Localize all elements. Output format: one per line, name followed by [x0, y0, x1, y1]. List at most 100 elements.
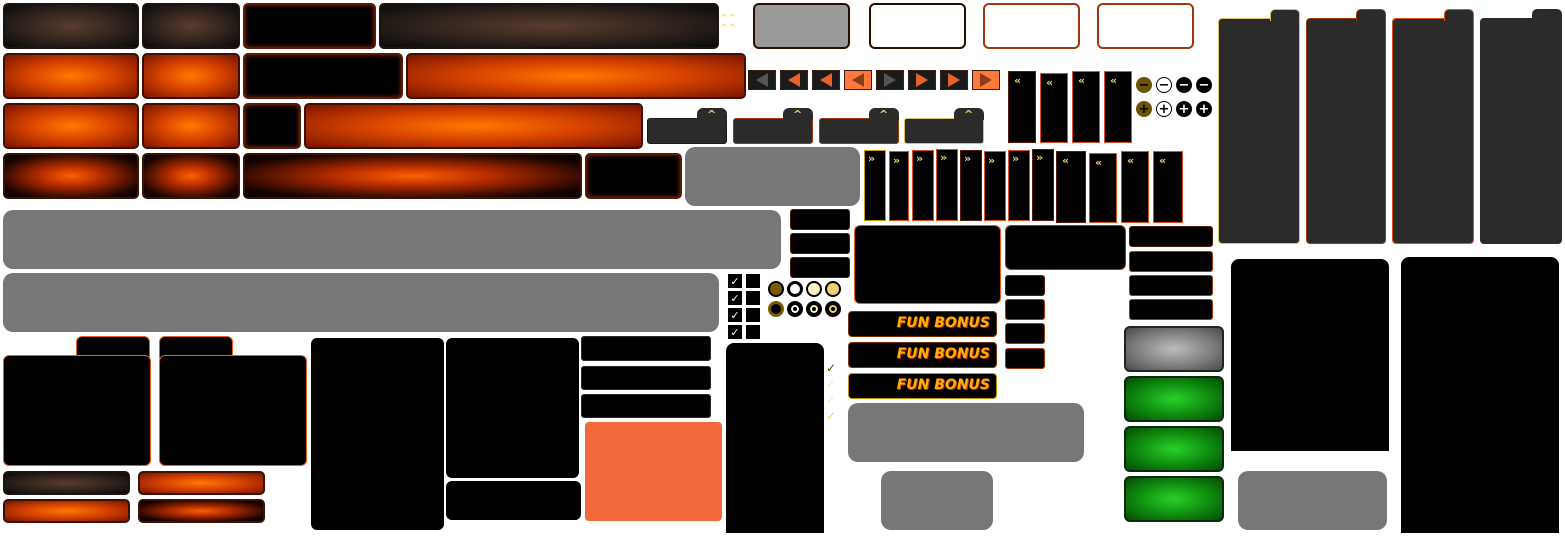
minus-icon-ring[interactable]: −: [1156, 77, 1172, 93]
radio-5[interactable]: [768, 301, 784, 317]
fun-bonus-button-3[interactable]: FUN BONUS: [848, 373, 997, 399]
tab-panel-4: [1480, 18, 1562, 244]
vertical-tab-l8[interactable]: «: [1153, 151, 1183, 223]
tab-up-2[interactable]: [733, 118, 813, 144]
chevron-left-icon: «: [1062, 154, 1070, 167]
white-button-3[interactable]: [1097, 3, 1194, 49]
tiny-black-btn-3[interactable]: [1005, 323, 1045, 344]
radio-2[interactable]: [787, 281, 803, 297]
checkbox-checked-4[interactable]: ✓: [728, 325, 742, 339]
chevron-left-icon: «: [1014, 74, 1022, 87]
arrow-right-lit[interactable]: [972, 70, 1000, 90]
vertical-tab-2[interactable]: «: [1040, 73, 1068, 143]
checkbox-empty-3[interactable]: [746, 308, 760, 322]
small-black-btn-2[interactable]: [1129, 251, 1213, 272]
chevron-up-icon: ^: [964, 108, 974, 121]
tab-up-3[interactable]: [819, 118, 899, 144]
vertical-tab-l5[interactable]: «: [1056, 151, 1086, 223]
green-button-3[interactable]: [1124, 476, 1224, 522]
white-button-2[interactable]: [983, 3, 1080, 49]
plus-icon-gold[interactable]: +: [1136, 101, 1152, 117]
radio-1[interactable]: [768, 281, 784, 297]
vertical-tab-r2[interactable]: »: [889, 151, 909, 221]
fun-bonus-button-2[interactable]: FUN BONUS: [848, 342, 997, 368]
radio-3[interactable]: [806, 281, 822, 297]
vertical-tab-r6[interactable]: »: [984, 151, 1006, 221]
plus-icon-ring[interactable]: +: [1156, 101, 1172, 117]
grey-button[interactable]: [753, 3, 850, 49]
tab-panel-1: [1218, 18, 1300, 244]
green-button-2[interactable]: [1124, 426, 1224, 472]
vertical-tab-r8[interactable]: »: [1032, 149, 1054, 221]
vertical-tab-1[interactable]: «: [1008, 71, 1036, 143]
chevron-left-icon: «: [1159, 154, 1167, 167]
checkbox-checked-3[interactable]: ✓: [728, 308, 742, 322]
minus-glyph: −: [1198, 77, 1210, 93]
salmon-panel: [585, 422, 722, 521]
grey-glow-button[interactable]: [1124, 326, 1224, 372]
vertical-tab-4[interactable]: «: [1104, 71, 1132, 143]
chevron-up-icon: ^: [720, 13, 729, 24]
orange-bar-4: [142, 103, 240, 149]
tab-panel-3-notch: [1444, 9, 1474, 21]
arrow-left-icon: [852, 73, 864, 87]
chevron-up-icon: ^: [728, 13, 737, 24]
check-glyph: ✓: [730, 308, 740, 322]
orange-bar-wide-2: [304, 103, 643, 149]
tab-up-1[interactable]: [647, 118, 727, 144]
arrow-left-2[interactable]: [812, 70, 840, 90]
white-button-1[interactable]: [869, 3, 966, 49]
chevron-up-icon: ^: [707, 108, 717, 121]
minus-icon-black[interactable]: −: [1176, 77, 1192, 93]
vertical-tab-l6[interactable]: «: [1089, 153, 1117, 223]
vertical-tab-r5[interactable]: »: [960, 150, 982, 221]
arrow-left[interactable]: [780, 70, 808, 90]
chevron-right-icon: »: [893, 154, 901, 167]
arrow-right[interactable]: [908, 70, 936, 90]
tab-up-3-notch: ^: [869, 108, 899, 120]
minus-icon-gold[interactable]: −: [1136, 77, 1152, 93]
vertical-tab-r7[interactable]: »: [1008, 150, 1030, 221]
radio-4[interactable]: [825, 281, 841, 297]
black-bar-4: [585, 153, 682, 199]
vertical-tab-r1[interactable]: »: [864, 150, 886, 221]
checkbox-empty-2[interactable]: [746, 291, 760, 305]
vertical-tab-r4[interactable]: »: [936, 149, 958, 221]
black-column-3: [446, 481, 581, 520]
arrow-right-dim[interactable]: [876, 70, 904, 90]
tiny-black-btn-1[interactable]: [1005, 275, 1045, 296]
tiny-black-btn-4[interactable]: [1005, 348, 1045, 369]
arrow-right-2[interactable]: [940, 70, 968, 90]
chevron-left-icon: «: [1046, 76, 1054, 89]
small-black-btn-4[interactable]: [1129, 299, 1213, 320]
tiny-black-btn-2[interactable]: [1005, 299, 1045, 320]
radio-7[interactable]: [806, 301, 822, 317]
checkbox-empty-4[interactable]: [746, 325, 760, 339]
vertical-tab-l7[interactable]: «: [1121, 151, 1149, 223]
check-glyph: ✓: [730, 325, 740, 339]
checkbox-empty-1[interactable]: [746, 274, 760, 288]
small-black-btn-1[interactable]: [1129, 226, 1213, 247]
green-button-1[interactable]: [1124, 376, 1224, 422]
tab-up-4[interactable]: [904, 118, 984, 144]
tab-panel-1-notch: [1270, 9, 1300, 21]
orange-bar-tiny-3: [138, 499, 265, 523]
orange-bar-tiny-2: [3, 499, 130, 523]
checkbox-checked-1[interactable]: ✓: [728, 274, 742, 288]
checkbox-checked-2[interactable]: ✓: [728, 291, 742, 305]
dark-orange-bar-1: [3, 153, 139, 199]
arrow-left-lit[interactable]: [844, 70, 872, 90]
minus-icon-black-2[interactable]: −: [1196, 77, 1212, 93]
small-black-btn-3[interactable]: [1129, 275, 1213, 296]
fun-bonus-button-1[interactable]: FUN BONUS: [848, 311, 997, 337]
radio-6[interactable]: [787, 301, 803, 317]
plus-icon-black-2[interactable]: +: [1196, 101, 1212, 117]
tab-up-2-notch: ^: [783, 108, 813, 120]
vertical-tab-r3[interactable]: »: [912, 150, 934, 221]
arrow-left-dim[interactable]: [748, 70, 776, 90]
check-icon: ✓: [826, 409, 837, 423]
plus-icon-black[interactable]: +: [1176, 101, 1192, 117]
radio-8[interactable]: [825, 301, 841, 317]
tab-window-2-tab: [159, 336, 233, 358]
vertical-tab-3[interactable]: «: [1072, 71, 1100, 143]
